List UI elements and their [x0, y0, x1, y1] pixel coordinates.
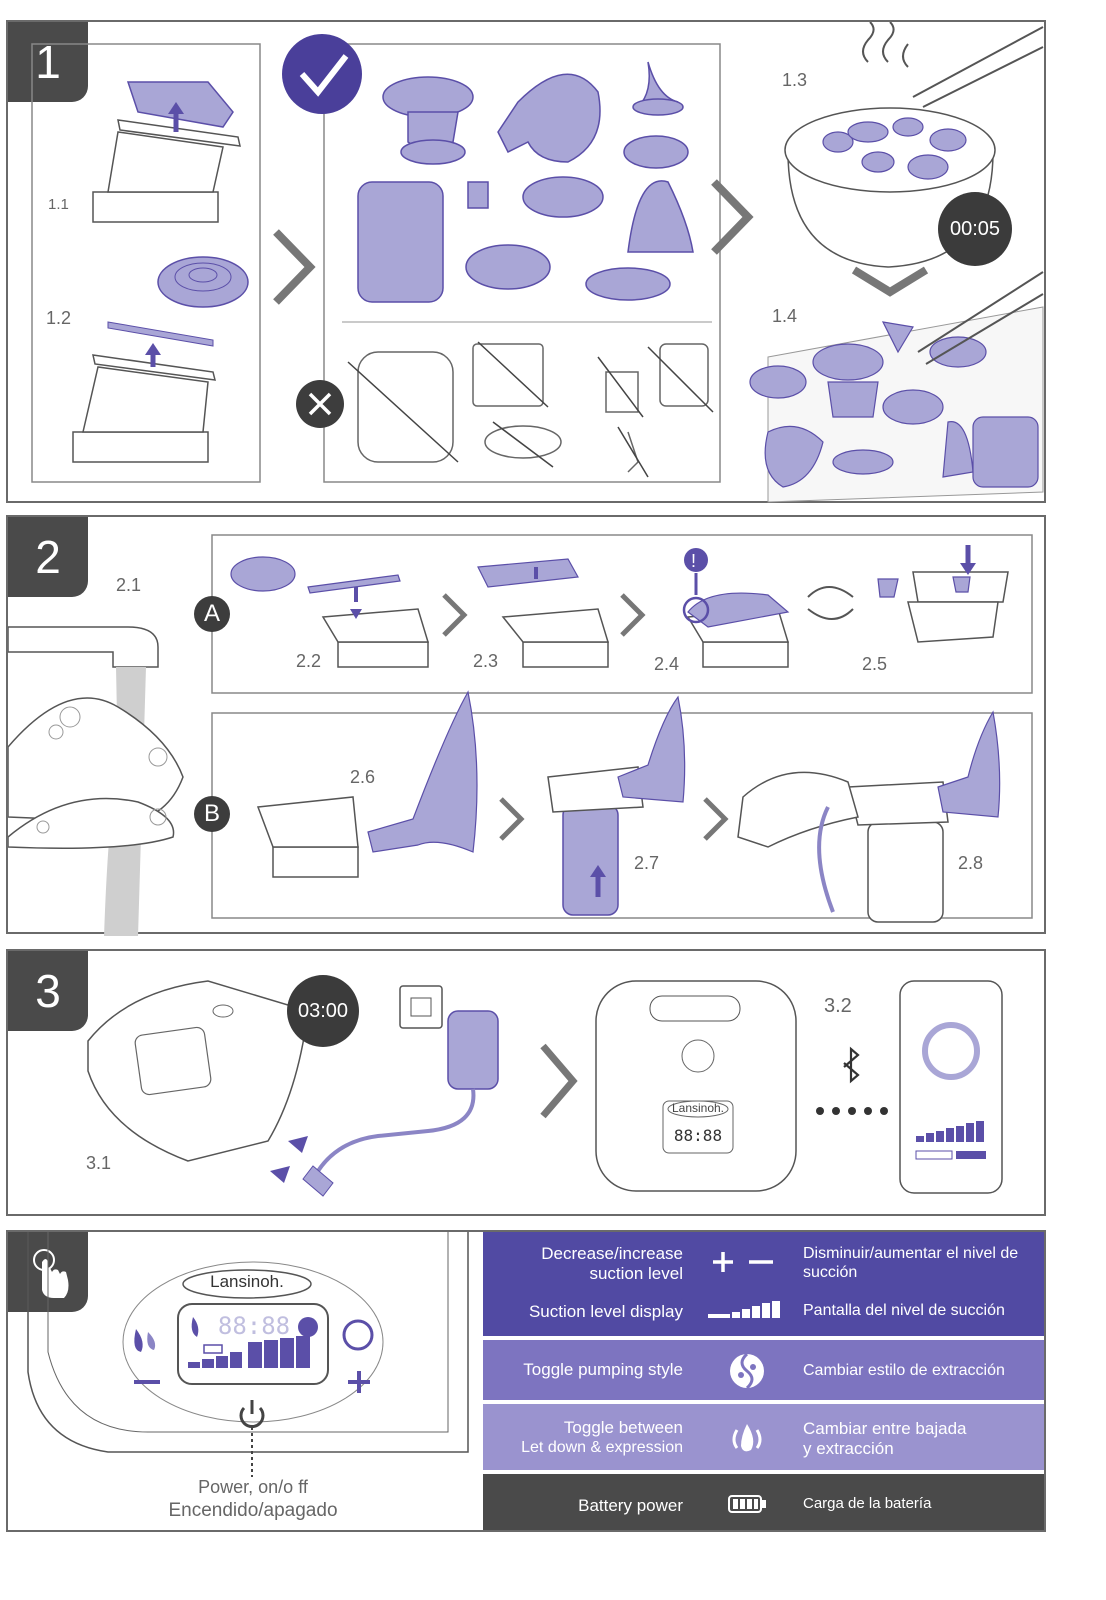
- legend-pumping-style-en: Toggle pumping style: [523, 1360, 683, 1379]
- legend-row-suction-level: Decrease/increase suction level Disminui…: [483, 1232, 1044, 1336]
- plus-minus-icon: [713, 1252, 773, 1272]
- label-2-6: 2.6: [350, 767, 376, 787]
- closeup-brand-label: Lansinoh.: [210, 1272, 284, 1291]
- letdown-icon: [732, 1424, 762, 1452]
- legend-toggle-between-en: Toggle between: [563, 1418, 683, 1437]
- legend-battery-es: Carga de la batería: [803, 1495, 932, 1512]
- legend-row-battery: Battery power Carga de la batería: [483, 1474, 1044, 1530]
- label-2-5: 2.5: [862, 654, 888, 674]
- option-a-badge: A: [194, 596, 230, 632]
- label-1-4: 1.4: [772, 306, 798, 326]
- step-2-illustration: !: [8, 534, 1033, 936]
- label-2-8: 2.8: [958, 853, 984, 873]
- power-caption-es: Encendido/apagado: [168, 1500, 338, 1521]
- legend-decrease-increase-es: Disminuir/aumentar el nivel de succión: [803, 1245, 1019, 1281]
- label-3-1: 3.1: [86, 1153, 112, 1173]
- label-2-7: 2.7: [634, 853, 660, 873]
- power-caption-en: Power, on/o ff: [198, 1477, 308, 1497]
- boil-timer: 00:05: [938, 192, 1012, 266]
- legend-letdown-expression-es: y extracción: [803, 1439, 894, 1458]
- label-2-2: 2.2: [296, 651, 322, 671]
- step-3-number: 3: [8, 951, 88, 1031]
- front-brand-label: Lansinoh.: [671, 1101, 725, 1115]
- front-lcd-digits: 88:88: [673, 1126, 723, 1145]
- step-2-panel: 2 !: [6, 515, 1046, 936]
- charge-timer: 03:00: [287, 975, 359, 1047]
- legend-row-pumping-style: Toggle pumping style Cambiar estilo de e…: [483, 1340, 1044, 1400]
- step-1-panel: 1: [6, 20, 1046, 503]
- closeup-lcd-digits: 88:88: [217, 1312, 291, 1340]
- label-1-1: 1.1: [48, 196, 69, 213]
- step-1-illustration: [31, 22, 1044, 503]
- option-b-badge: B: [194, 796, 230, 832]
- battery-icon: [728, 1495, 766, 1513]
- label-1-2: 1.2: [46, 308, 72, 328]
- label-2-3: 2.3: [473, 651, 499, 671]
- label-2-4: 2.4: [654, 654, 680, 674]
- svg-text:!: !: [691, 551, 696, 571]
- step-3-illustration: [87, 980, 1003, 1197]
- step-3-panel: 3 3.1 3.2 03:00 Lans: [6, 949, 1046, 1216]
- legend-row-letdown: Toggle between Let down & expression Cam…: [483, 1404, 1044, 1470]
- step-2-number: 2: [8, 517, 88, 597]
- legend-suction-display-es: Pantalla del nivel de succión: [803, 1302, 1005, 1319]
- legend-decrease-increase-en: Decrease/increase suction level: [541, 1244, 683, 1283]
- legend-suction-display-en: Suction level display: [528, 1302, 683, 1321]
- label-1-3: 1.3: [782, 70, 808, 90]
- suction-bars-icon: [708, 1301, 780, 1318]
- legend-toggle-between-es: Cambiar entre bajada: [803, 1419, 967, 1438]
- pumping-style-icon: [730, 1352, 764, 1390]
- legend-pumping-style-es: Cambiar estilo de extracción: [803, 1362, 1005, 1379]
- legend-battery-en: Battery power: [578, 1496, 683, 1515]
- legend-letdown-expression-en: Let down & expression: [521, 1439, 683, 1456]
- label-3-2: 3.2: [824, 995, 852, 1017]
- controls-legend-panel: Lansinoh. 88:88 Power, on/o ff Encendido…: [6, 1230, 1046, 1532]
- label-2-1: 2.1: [116, 575, 142, 595]
- control-panel-closeup: [27, 1232, 469, 1477]
